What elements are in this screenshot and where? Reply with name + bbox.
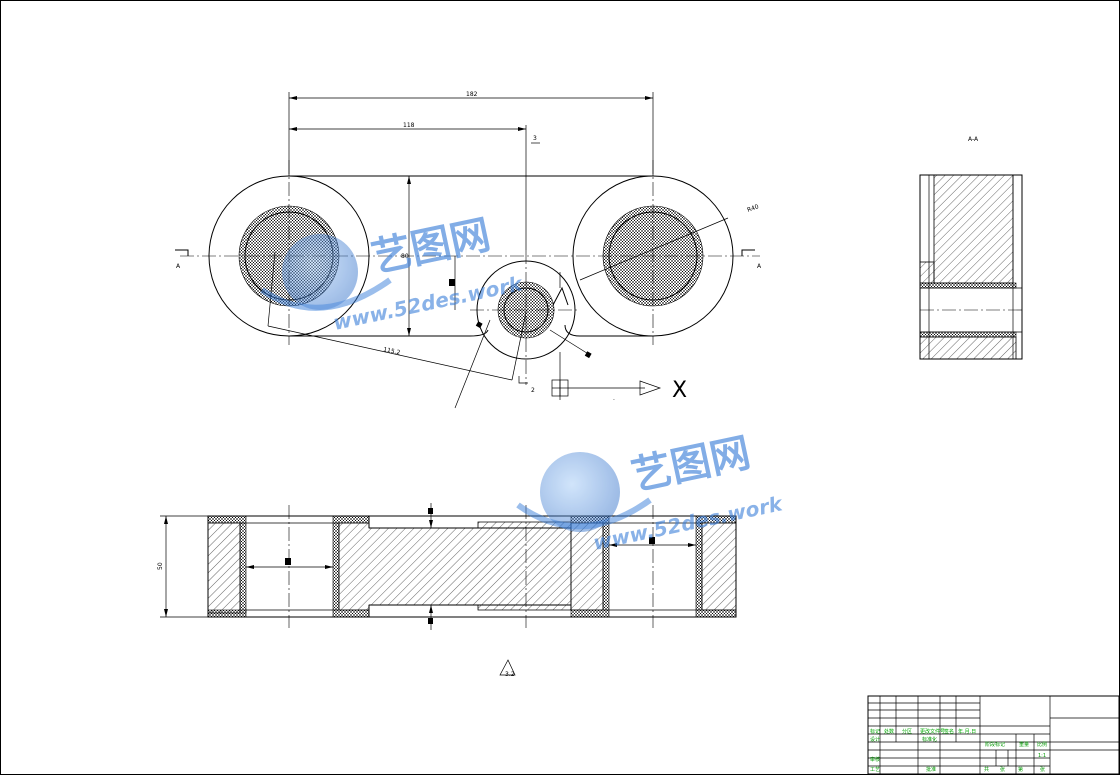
side-section-label: A-A xyxy=(968,136,979,143)
watermark-logo-icon xyxy=(282,234,358,310)
svg-text:80: 80 xyxy=(401,253,409,260)
side-knurl-bottom xyxy=(919,331,1017,338)
svg-text:张: 张 xyxy=(1000,766,1005,773)
svg-text:3: 3 xyxy=(533,135,537,142)
right-hole-knurl xyxy=(602,205,704,307)
svg-text:比例: 比例 xyxy=(1037,741,1047,748)
svg-text:设计: 设计 xyxy=(870,736,880,743)
svg-text:1:1: 1:1 xyxy=(1038,753,1046,759)
svg-text:分区: 分区 xyxy=(902,728,912,735)
svg-text:118: 118 xyxy=(403,122,415,129)
axis-arrow xyxy=(639,380,662,396)
section-mark-left xyxy=(175,249,189,256)
svg-text:2: 2 xyxy=(531,387,535,394)
side-hatch-lower xyxy=(919,336,1017,360)
title-block: 标记 处数 分区 更改文件号 签名 年.月.日 设计 标准化 阶段标记 重量 比… xyxy=(867,695,1120,775)
svg-text:张: 张 xyxy=(1040,766,1045,773)
svg-text:处数: 处数 xyxy=(884,728,894,735)
svg-text:批准: 批准 xyxy=(926,766,936,773)
svg-text:重量: 重量 xyxy=(1019,741,1029,748)
svg-text:第: 第 xyxy=(1018,766,1023,773)
svg-text:签名: 签名 xyxy=(944,728,954,735)
side-section-view: A-A xyxy=(919,136,1023,360)
body-bottom-right-edge xyxy=(564,324,653,337)
svg-text:标记: 标记 xyxy=(870,728,880,735)
watermark-logo-icon xyxy=(540,452,620,532)
svg-text:50: 50 xyxy=(157,562,164,570)
web-hatch xyxy=(338,521,572,611)
middle-hole xyxy=(503,287,549,333)
svg-text:115.2: 115.2 xyxy=(383,346,401,356)
side-knurl-top xyxy=(919,282,1017,289)
top-view: A A 182 118 3 80 xyxy=(175,91,762,409)
roughness-symbol xyxy=(552,286,569,306)
general-roughness-symbol xyxy=(499,659,516,676)
svg-text:阶段标记: 阶段标记 xyxy=(985,741,1005,748)
svg-text:R40: R40 xyxy=(746,203,760,214)
svg-text:更改文件号: 更改文件号 xyxy=(920,728,945,735)
middle-boss-outline xyxy=(476,260,576,360)
watermark-url-1: www.52des.work xyxy=(331,271,526,335)
svg-text:共: 共 xyxy=(984,766,989,773)
svg-text:3.2: 3.2 xyxy=(505,671,515,678)
svg-text:工艺: 工艺 xyxy=(870,767,880,773)
axis-x-label: X xyxy=(672,378,687,403)
svg-text:年.月.日: 年.月.日 xyxy=(958,728,976,735)
watermark-brand-2: 艺图网 xyxy=(628,430,755,500)
body-bottom-left-edge xyxy=(289,329,489,337)
watermark-brand-1: 艺图网 xyxy=(368,212,495,282)
svg-text:审核: 审核 xyxy=(870,756,880,763)
section-label-right: A xyxy=(757,263,762,270)
section-mark-right xyxy=(741,249,755,256)
slant-dim xyxy=(267,325,513,381)
section-label-left: A xyxy=(176,263,181,270)
side-hatch-upper xyxy=(933,174,1014,284)
svg-text:182: 182 xyxy=(466,91,478,98)
leader-line xyxy=(454,319,491,409)
radius-dim-right xyxy=(579,217,729,281)
svg-text:标准化: 标准化 xyxy=(922,736,937,743)
right-hole xyxy=(608,211,698,301)
middle-hole-knurl xyxy=(497,281,555,339)
svg-text:.: . xyxy=(613,395,615,402)
